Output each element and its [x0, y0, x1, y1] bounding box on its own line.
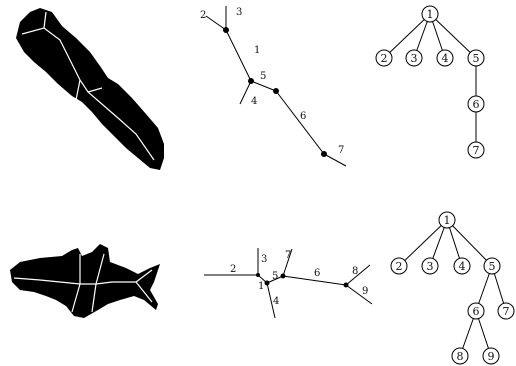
skeleton-2-edge-5: [266, 275, 284, 284]
silhouette-knife-skeleton-main: [21, 27, 155, 161]
tree-2: 1 2 3 4 5 6 7 8 9: [390, 211, 515, 365]
skeleton-2-junction: [343, 282, 349, 288]
silhouette-knife-shape: [16, 8, 164, 170]
row-2: 2 3 1 5 7 4 6 8 9: [10, 211, 515, 365]
tree-1-node-label-2: 2: [381, 52, 388, 65]
tree-1: 1 2 3 4 5 6 7: [375, 5, 485, 159]
skeleton-1-label-2: 2: [200, 10, 206, 21]
skeleton-graph-2: 2 3 1 5 7 4 6 8 9: [204, 248, 373, 319]
skeleton-1-junction: [248, 78, 254, 84]
skeleton-1-edge-6: [275, 90, 325, 155]
skeleton-2-edge-4: [266, 282, 276, 319]
tree-1-node-label-7: 7: [473, 144, 480, 157]
silhouette-fish: [10, 244, 160, 318]
silhouette-fish-skeleton-branch-d: [91, 283, 97, 313]
skeleton-2-label-8: 8: [352, 266, 358, 277]
skeleton-2-edge-9: [345, 284, 373, 305]
skeleton-2-label-5: 5: [272, 271, 278, 282]
silhouette-knife: [16, 8, 164, 170]
skeleton-1-label-1: 1: [254, 45, 260, 56]
silhouette-knife-skeleton-branch-b: [75, 79, 81, 101]
tree-2-node-1: [438, 211, 456, 229]
skeleton-2-edge-8: [345, 264, 371, 286]
tree-1-node-2: [375, 49, 393, 67]
skeleton-2-label-6: 6: [314, 268, 320, 279]
tree-1-node-label-5: 5: [473, 52, 480, 65]
tree-1-node-1: [421, 5, 439, 23]
skeleton-1-junction: [321, 151, 327, 157]
skeleton-1-label-5: 5: [260, 71, 266, 82]
tree-2-node-label-9: 9: [488, 350, 495, 363]
tree-1-node-4: [436, 49, 454, 67]
silhouette-fish-shape: [10, 244, 160, 318]
skeleton-1-label-3: 3: [236, 7, 242, 18]
skeleton-2-junction: [256, 273, 260, 277]
tree-2-node-5: [483, 257, 501, 275]
skeleton-2-label-7: 7: [285, 250, 291, 261]
tree-2-edge: [398, 219, 448, 267]
tree-1-node-5: [467, 49, 485, 67]
skeleton-graph-1: 2 3 1 5 4 6 7: [200, 6, 347, 167]
skeleton-1-edge-2: [205, 15, 227, 31]
tree-2-edge: [446, 219, 493, 267]
tree-1-node-label-4: 4: [442, 52, 449, 65]
tree-2-node-6: [467, 302, 485, 320]
silhouette-fish-skeleton-branch-b: [95, 253, 105, 285]
skeleton-2-label-9: 9: [362, 286, 368, 297]
tree-2-node-label-3: 3: [427, 260, 434, 273]
tree-2-node-2: [390, 257, 408, 275]
tree-2-node-label-1: 1: [444, 214, 451, 227]
skeleton-1-junction: [223, 27, 229, 33]
skeleton-2-edge-7: [282, 248, 293, 277]
skeleton-2-junction: [264, 280, 270, 286]
tree-2-node-9: [482, 347, 500, 365]
tree-2-node-7: [497, 302, 515, 320]
skeleton-1-edge-4: [239, 80, 252, 105]
tree-1-node-label-6: 6: [473, 98, 480, 111]
skeleton-2-label-4: 4: [273, 296, 279, 307]
tree-2-node-4: [453, 257, 471, 275]
row-1: 2 3 1 5 4 6 7 1 2 3 4 5: [16, 5, 485, 170]
skeleton-1-label-4: 4: [251, 96, 257, 107]
skeleton-1-label-7: 7: [338, 145, 344, 156]
skeleton-2-edge-6: [282, 275, 347, 286]
tree-1-node-6: [467, 95, 485, 113]
skeleton-1-junction: [273, 88, 279, 94]
skeleton-2-label-3: 3: [261, 254, 267, 265]
tree-2-node-label-8: 8: [457, 350, 464, 363]
skeleton-2-label-2: 2: [230, 264, 236, 275]
silhouette-knife-skeleton-branch-c: [87, 87, 103, 93]
tree-2-node-label-6: 6: [473, 305, 480, 318]
silhouette-knife-skeleton-branch-a: [43, 11, 47, 29]
skeleton-1-edge-7: [323, 153, 347, 167]
tree-1-edge: [383, 13, 431, 59]
skeleton-1-label-6: 6: [300, 111, 306, 122]
skeleton-2-label-1: 1: [258, 281, 264, 292]
skeleton-2-junction: [280, 273, 286, 279]
tree-1-node-7: [467, 141, 485, 159]
tree-2-node-8: [451, 347, 469, 365]
tree-1-node-label-3: 3: [411, 52, 418, 65]
tree-1-node-label-1: 1: [427, 8, 434, 21]
tree-1-node-3: [405, 49, 423, 67]
tree-1-edge: [429, 13, 477, 59]
tree-2-node-label-2: 2: [396, 260, 403, 273]
skeleton-1-edge-1: [225, 29, 252, 82]
tree-2-node-label-4: 4: [459, 260, 466, 273]
silhouette-fish-skeleton-branch-c: [71, 283, 81, 313]
tree-2-node-3: [421, 257, 439, 275]
tree-2-node-label-5: 5: [489, 260, 496, 273]
skeleton-1-edge-5: [250, 80, 277, 92]
tree-2-node-label-7: 7: [503, 305, 510, 318]
silhouette-fish-skeleton-branch-e: [135, 281, 153, 303]
